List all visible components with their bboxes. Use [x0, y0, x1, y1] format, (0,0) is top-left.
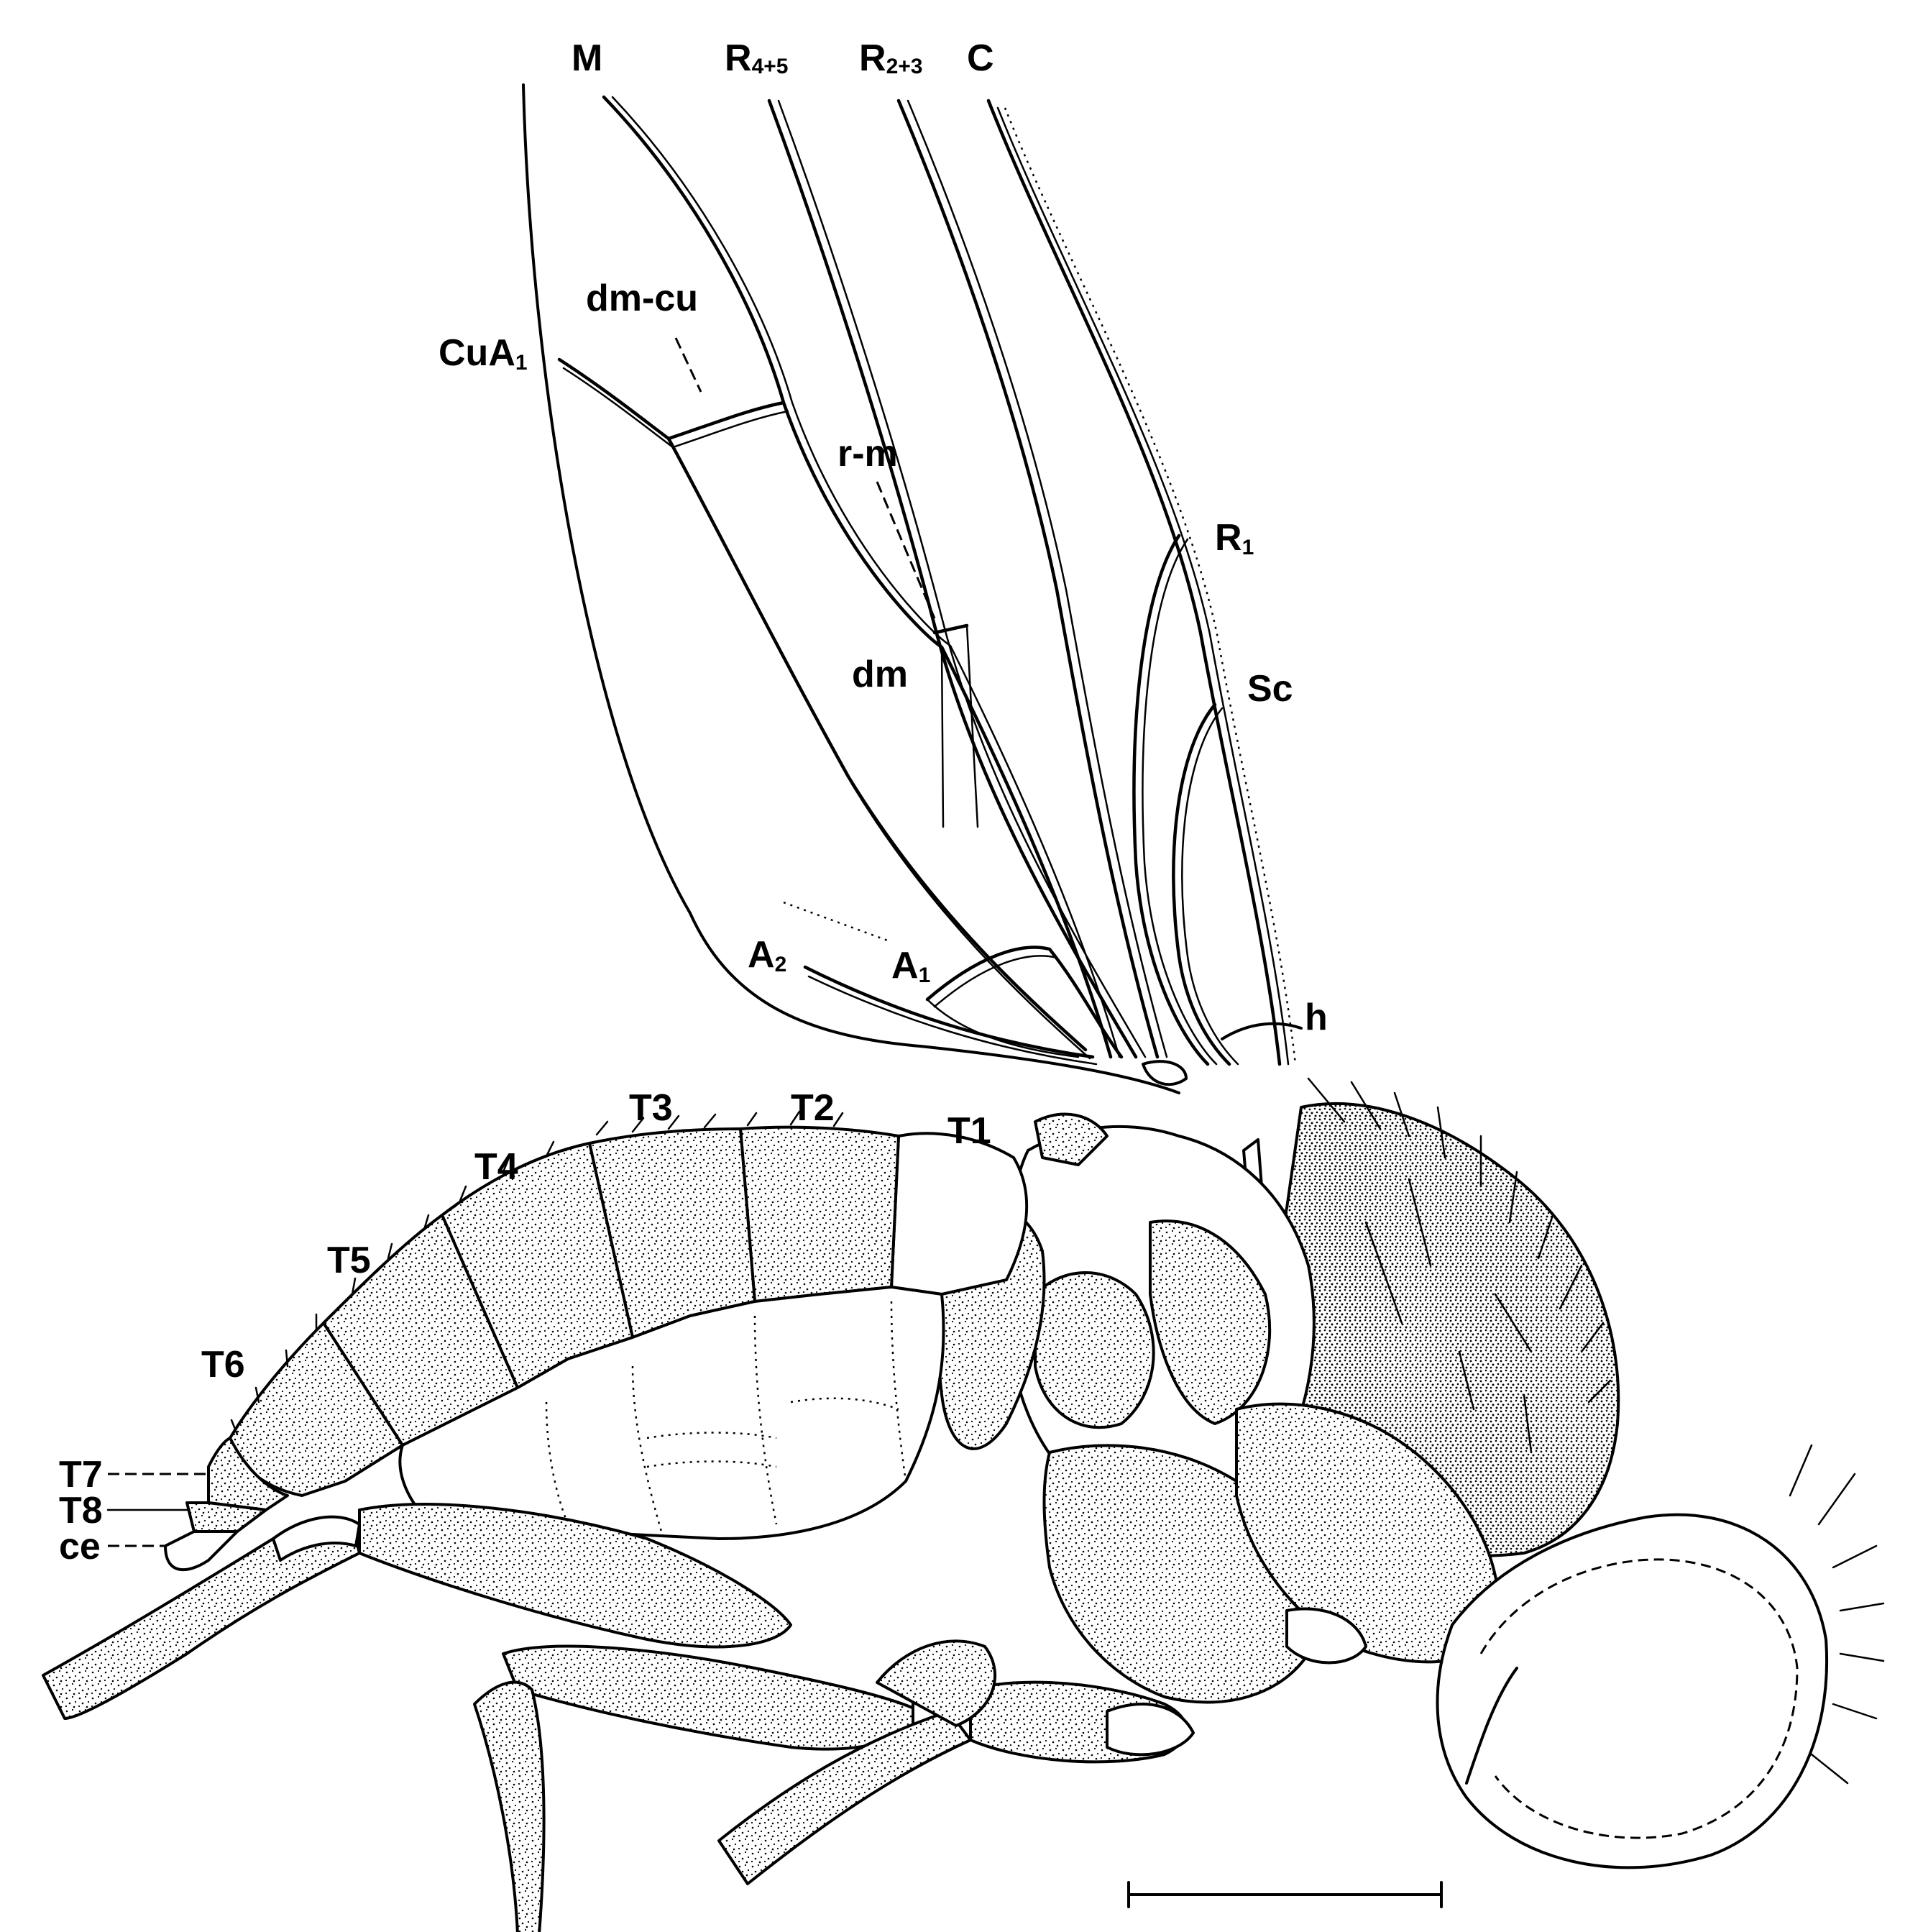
- m-vein: [602, 95, 1113, 1059]
- tergite-t5: [322, 1214, 519, 1447]
- label-r23: R2+3: [859, 37, 922, 79]
- label-t6: T6: [201, 1344, 245, 1386]
- wing: [522, 83, 1303, 1195]
- compound-eye-outline: [1479, 1558, 1799, 1839]
- head-capsule: [1436, 1513, 1828, 1869]
- fore-tibia: [717, 1710, 972, 1885]
- head: [1436, 1444, 1885, 1869]
- label-t5: T5: [327, 1240, 371, 1281]
- wing-outline: [522, 83, 1180, 1094]
- label-h: h: [1305, 997, 1328, 1038]
- cua1-vein: [557, 357, 1088, 1052]
- label-c: C: [967, 37, 994, 79]
- label-m: M: [572, 37, 602, 79]
- r1-vein: [1132, 534, 1210, 1066]
- cercus: [164, 1530, 239, 1571]
- label-t7: T7: [59, 1454, 103, 1496]
- costa-vein-inner: [996, 106, 1290, 1066]
- hind-femur: [358, 1503, 792, 1649]
- label-t8: T8: [59, 1490, 103, 1532]
- abdomen-bristles: [230, 1110, 844, 1436]
- label-r45: R4+5: [725, 37, 788, 79]
- label-t3: T3: [629, 1087, 673, 1129]
- a1-vein: [925, 946, 1124, 1059]
- humeral-crossvein: [1221, 1022, 1303, 1040]
- tergite-t8: [185, 1501, 267, 1533]
- label-r-m: r-m: [837, 433, 898, 475]
- tergite-t1: [890, 1132, 1029, 1296]
- r-m-crossvein: [932, 623, 969, 635]
- fore-leg: [717, 1639, 1195, 1885]
- label-cua1: CuA1: [439, 332, 528, 375]
- r23-vein: [896, 99, 1160, 1059]
- label-t4: T4: [474, 1146, 518, 1188]
- costa-vein: [986, 99, 1282, 1066]
- label-dm-cu: dm-cu: [586, 278, 698, 319]
- head-bristles: [1789, 1444, 1885, 1785]
- label-sc: Sc: [1247, 668, 1293, 710]
- costa-spines: [1004, 107, 1297, 1065]
- r45-vein: [767, 99, 1138, 1059]
- tergite-t7: [207, 1437, 289, 1511]
- middle-femur: [502, 1644, 922, 1751]
- hind-tibia: [42, 1520, 361, 1720]
- abdomen: [164, 1110, 1029, 1571]
- leader-lines: [106, 337, 936, 1547]
- scale-bar: [1127, 1881, 1443, 1908]
- thorax: [881, 1077, 1620, 1704]
- dm-cu-crossvein: [666, 400, 786, 441]
- label-ce: ce: [59, 1526, 101, 1567]
- label-t2: T2: [791, 1087, 835, 1129]
- label-a2: A2: [748, 934, 786, 976]
- sc-vein: [1172, 702, 1231, 1066]
- label-dm: dm: [852, 654, 908, 695]
- abdomen-labels: T1 T2 T3 T4 T5 T6 T7 T8 ce: [59, 1087, 991, 1567]
- label-r1: R1: [1215, 517, 1254, 559]
- thorax-bristles: [1307, 1077, 1612, 1454]
- a2-vein: [803, 965, 1095, 1059]
- tergite-t4: [441, 1142, 634, 1389]
- hind-leg: [42, 1503, 792, 1720]
- wing-vein-labels: M R4+5 R2+3 C R1 Sc CuA1 dm-cu r-m dm A1…: [439, 37, 1328, 1038]
- middle-tibia: [473, 1680, 546, 1932]
- tergite-t3: [588, 1127, 756, 1339]
- tergite-t2: [739, 1125, 900, 1303]
- label-t1: T1: [947, 1110, 991, 1152]
- label-a1: A1: [891, 945, 930, 987]
